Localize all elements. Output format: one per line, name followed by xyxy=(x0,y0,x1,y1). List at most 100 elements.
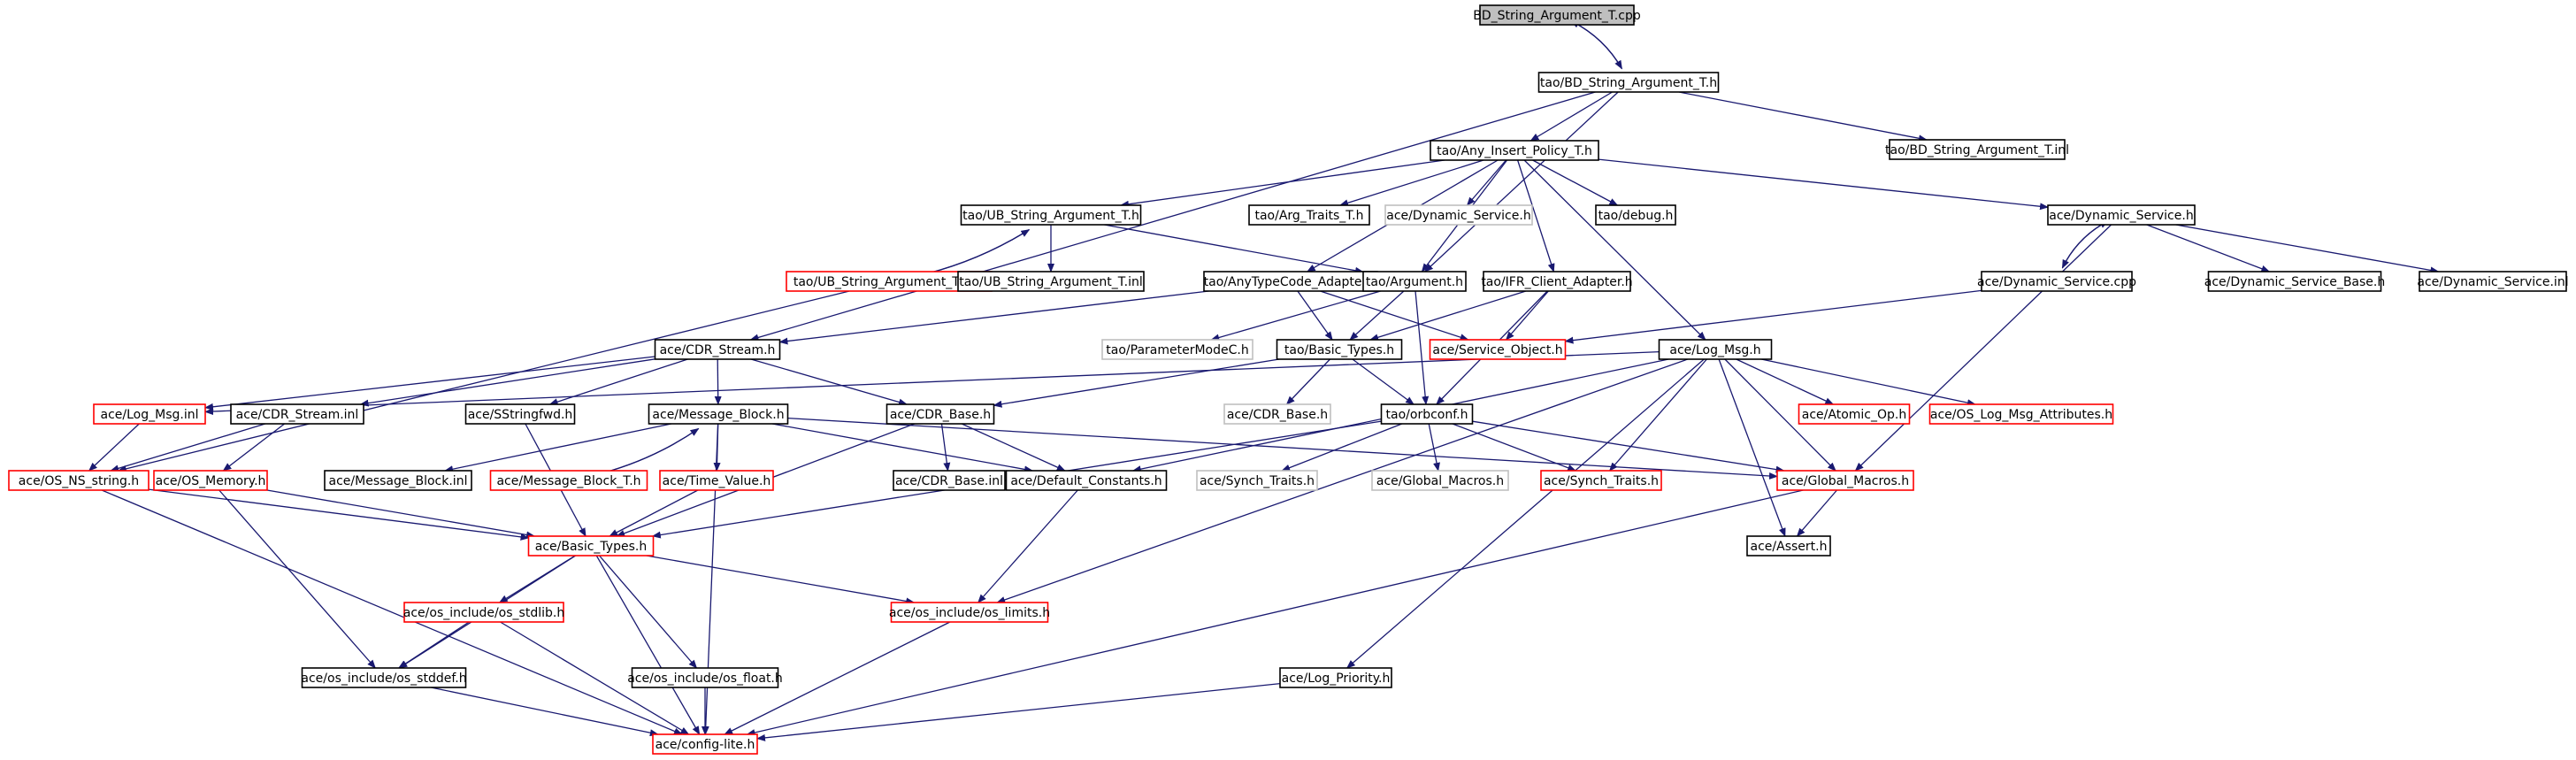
node-n24[interactable]: ace/SStringfwd.h xyxy=(464,403,576,425)
node-box xyxy=(957,271,1145,292)
node-n32[interactable]: ace/OS_Memory.h xyxy=(153,470,268,491)
node-n25[interactable]: ace/Message_Block.h xyxy=(648,403,789,425)
node-box xyxy=(324,470,472,491)
node-n31[interactable]: ace/OS_NS_string.h xyxy=(8,470,150,491)
edge-n4-n12 xyxy=(1104,224,1364,274)
node-label: tao/AnyTypeCode_Adapter.h xyxy=(1204,275,1378,289)
edge-n2-n4 xyxy=(1120,159,1445,208)
node-n43[interactable]: ace/Assert.h xyxy=(1746,535,1831,557)
edge-n28-n41 xyxy=(1472,420,1785,473)
node-box xyxy=(527,535,655,557)
node-layer: BD_String_Argument_T.cpp tao/BD_String_Ar… xyxy=(8,4,2569,755)
node-n15[interactable]: ace/Dynamic_Service_Base.h xyxy=(2204,271,2386,292)
edge-n28-n38 xyxy=(1281,423,1403,472)
node-n10[interactable]: tao/UB_String_Argument_T.inl xyxy=(957,271,1145,292)
node-n9[interactable]: tao/UB_String_Argument_T.cpp xyxy=(786,271,993,292)
node-n49[interactable]: ace/config-lite.h xyxy=(652,733,758,755)
node-label: tao/Argument.h xyxy=(1366,275,1463,289)
node-label: tao/Arg_Traits_T.h xyxy=(1254,209,1363,223)
edge-n1-n2 xyxy=(1530,91,1613,142)
node-label: tao/Basic_Types.h xyxy=(1284,343,1394,357)
node-n41[interactable]: ace/Global_Macros.h xyxy=(1776,470,1914,491)
node-label: ace/os_include/os_stdlib.h xyxy=(403,606,564,620)
node-n12[interactable]: tao/Argument.h xyxy=(1362,271,1467,292)
node-box xyxy=(1776,470,1914,491)
node-n18: tao/ParameterModeC.h xyxy=(1101,339,1254,360)
edge-n11-n17 xyxy=(778,290,1209,345)
node-n0[interactable]: BD_String_Argument_T.cpp xyxy=(1473,4,1641,26)
node-box xyxy=(893,470,1006,491)
node-n29[interactable]: ace/Atomic_Op.h xyxy=(1798,403,1911,425)
node-n2[interactable]: tao/Any_Insert_Policy_T.h xyxy=(1430,140,1599,161)
edge-n11-n19 xyxy=(1297,290,1333,341)
edge-n42-n47 xyxy=(599,555,698,669)
node-n13[interactable]: tao/IFR_Client_Adapter.h xyxy=(1481,271,1633,292)
edge-n8-n41 xyxy=(1854,224,2112,472)
node-n7[interactable]: tao/debug.h xyxy=(1595,204,1676,226)
edge-n17-n23 xyxy=(359,358,656,407)
node-box xyxy=(1384,204,1533,226)
edge-n37-n45 xyxy=(978,489,1078,603)
node-box xyxy=(886,403,995,425)
node-box xyxy=(464,403,576,425)
node-n35[interactable]: ace/Time_Value.h xyxy=(659,470,774,491)
node-n46[interactable]: ace/os_include/os_stddef.h xyxy=(301,667,467,688)
node-n11[interactable]: tao/AnyTypeCode_Adapter.h xyxy=(1203,271,1378,292)
node-label: tao/UB_String_Argument_T.inl xyxy=(959,275,1142,289)
node-n4[interactable]: tao/UB_String_Argument_T.h xyxy=(960,204,1142,226)
node-box xyxy=(403,602,564,623)
node-box xyxy=(1196,470,1318,491)
node-n39: ace/Global_Macros.h xyxy=(1371,470,1509,491)
edge-n21-n29 xyxy=(1736,358,1835,405)
node-box xyxy=(1371,470,1509,491)
node-box xyxy=(1658,339,1773,360)
edge-n8-n14 xyxy=(2061,220,2109,269)
node-n40[interactable]: ace/Synch_Traits.h xyxy=(1540,470,1662,491)
node-box xyxy=(1889,139,2066,160)
node-n3[interactable]: tao/BD_String_Argument_T.inl xyxy=(1885,139,2069,160)
node-label: ace/Message_Block_T.h xyxy=(496,474,640,488)
node-label: ace/Message_Block.inl xyxy=(329,474,468,488)
node-label: ace/Time_Value.h xyxy=(663,474,771,488)
node-n37[interactable]: ace/Default_Constants.h xyxy=(1005,470,1168,491)
node-n1[interactable]: tao/BD_String_Argument_T.h xyxy=(1537,72,1720,93)
node-label: ace/Service_Object.h xyxy=(1432,343,1562,357)
node-label: ace/Assert.h xyxy=(1751,540,1828,554)
node-n5[interactable]: tao/Arg_Traits_T.h xyxy=(1248,204,1370,226)
node-n14[interactable]: ace/Dynamic_Service.cpp xyxy=(1977,271,2136,292)
node-n26[interactable]: ace/CDR_Base.h xyxy=(886,403,995,425)
node-box xyxy=(1362,271,1467,292)
node-n44[interactable]: ace/os_include/os_stdlib.h xyxy=(403,602,564,623)
edge-n44-n46 xyxy=(397,621,470,669)
node-n30[interactable]: ace/OS_Log_Msg_Attributes.h xyxy=(1928,403,2114,425)
node-label: ace/Message_Block.h xyxy=(652,408,784,422)
edge-n23-n32 xyxy=(222,423,285,472)
node-n45[interactable]: ace/os_include/os_limits.h xyxy=(889,602,1050,623)
edge-n31-n42 xyxy=(148,488,530,541)
node-box xyxy=(2047,204,2196,226)
node-box xyxy=(1981,271,2133,292)
node-n23[interactable]: ace/CDR_Stream.inl xyxy=(230,403,364,425)
node-box xyxy=(659,470,774,491)
node-n17[interactable]: ace/CDR_Stream.h xyxy=(654,339,781,360)
node-box xyxy=(648,403,789,425)
node-n47[interactable]: ace/os_include/os_float.h xyxy=(627,667,783,688)
node-label: ace/CDR_Stream.inl xyxy=(236,408,359,422)
node-n42[interactable]: ace/Basic_Types.h xyxy=(527,535,655,557)
edge-n42-n49 xyxy=(595,555,701,735)
node-n33[interactable]: ace/Message_Block.inl xyxy=(324,470,472,491)
edge-n19-n28 xyxy=(1352,358,1414,405)
node-label: ace/os_include/os_float.h xyxy=(627,672,783,686)
node-n28[interactable]: tao/orbconf.h xyxy=(1380,403,1474,425)
node-n20[interactable]: ace/Service_Object.h xyxy=(1429,339,1567,360)
node-n34[interactable]: ace/Message_Block_T.h xyxy=(489,470,648,491)
node-n19[interactable]: tao/Basic_Types.h xyxy=(1276,339,1403,360)
node-n8[interactable]: ace/Dynamic_Service.h xyxy=(2047,204,2196,226)
node-n48[interactable]: ace/Log_Priority.h xyxy=(1279,667,1392,688)
node-n36[interactable]: ace/CDR_Base.inl xyxy=(893,470,1006,491)
node-box xyxy=(1430,140,1599,161)
node-n22[interactable]: ace/Log_Msg.inl xyxy=(93,403,206,425)
node-n21[interactable]: ace/Log_Msg.h xyxy=(1658,339,1773,360)
edge-n21-n43 xyxy=(1718,358,1786,537)
node-n16[interactable]: ace/Dynamic_Service.inl xyxy=(2417,271,2569,292)
